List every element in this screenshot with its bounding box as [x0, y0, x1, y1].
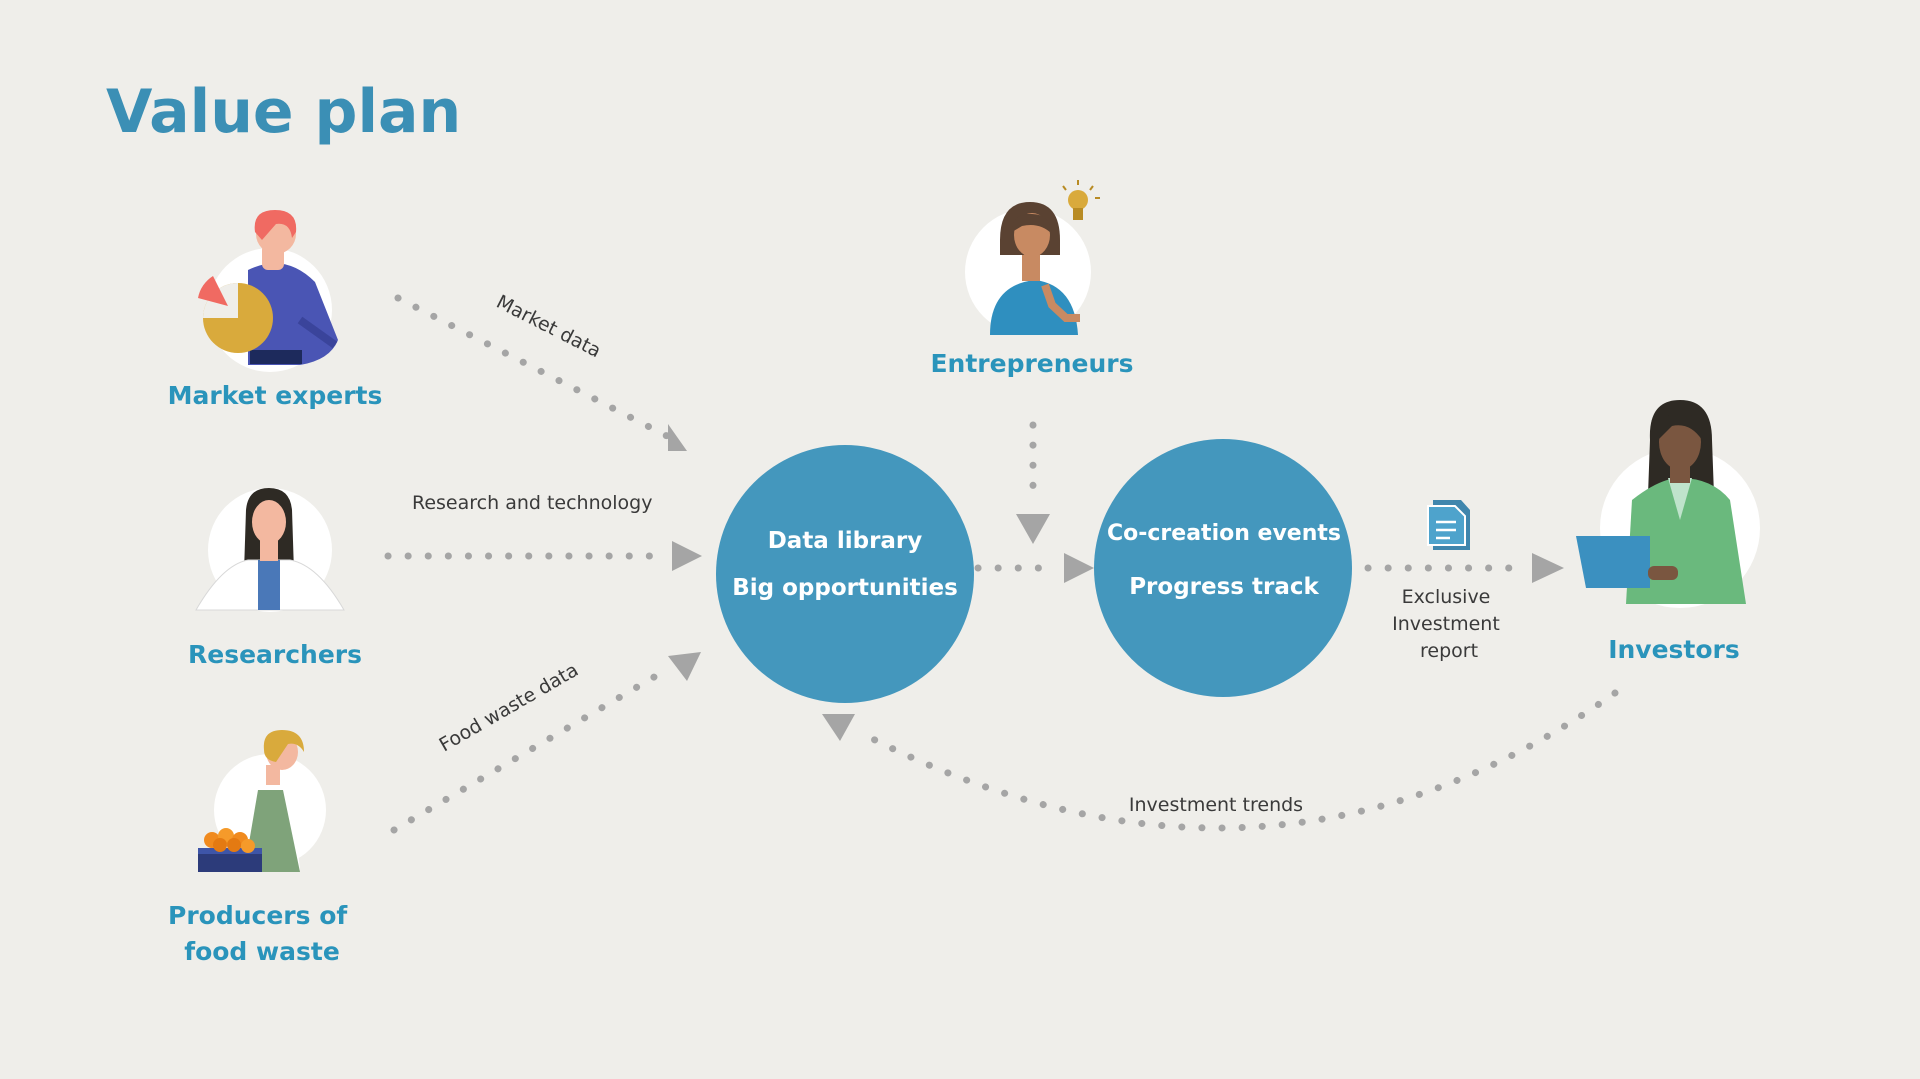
entrepreneurs-arrowhead — [1016, 514, 1050, 544]
investment-trends-label: Investment trends — [1129, 794, 1303, 816]
investors-actor: Investors — [1576, 400, 1760, 664]
lightbulb-icon — [1062, 180, 1100, 220]
research-technology-label: Research and technology — [412, 492, 652, 514]
market-data-arrowhead — [668, 424, 687, 451]
investors-arrowhead — [1532, 553, 1564, 583]
market-data-label: Market data — [493, 291, 605, 362]
arrowheads — [668, 424, 1564, 741]
data-library-label: Data library — [768, 528, 923, 554]
page-title: Value plan — [106, 77, 461, 147]
progress-track-label: Progress track — [1129, 574, 1319, 600]
entrepreneur-illustration — [990, 202, 1080, 335]
investors-label: Investors — [1608, 635, 1740, 664]
document-icon — [1427, 500, 1470, 550]
entrepreneurs-actor: Entrepreneurs — [930, 180, 1134, 378]
basket-icon — [198, 828, 262, 872]
market-experts-actor: Market experts — [168, 210, 383, 410]
data-library-circle — [716, 445, 974, 703]
food-waste-arrowhead — [668, 652, 701, 681]
food-waste-connector — [390, 666, 670, 834]
data-library-hub: Data library Big opportunities — [716, 445, 974, 703]
market-experts-label: Market experts — [168, 381, 383, 410]
researchers-label: Researchers — [188, 640, 362, 669]
market-expert-illustration — [248, 210, 338, 365]
connectors — [384, 294, 1619, 834]
investment-trends-arrowhead — [822, 714, 855, 741]
food-waste-data-label: Food waste data — [436, 659, 583, 756]
entrepreneurs-label: Entrepreneurs — [930, 349, 1133, 378]
researcher-illustration — [195, 488, 345, 611]
researchers-actor: Researchers — [188, 488, 362, 669]
co-creation-events-label: Co-creation events — [1107, 521, 1341, 546]
tablet-icon — [1576, 536, 1678, 588]
exclusive-report-label: Exclusive Investment report — [1392, 586, 1506, 662]
co-creation-hub: Co-creation events Progress track — [1094, 439, 1352, 697]
producers-label: Producers of food waste — [168, 901, 356, 966]
research-arrowhead — [672, 541, 702, 571]
cocreation-arrowhead — [1064, 553, 1094, 583]
big-opportunities-label: Big opportunities — [732, 575, 958, 601]
pie-chart-icon — [198, 276, 273, 353]
investment-trends-connector — [861, 689, 1619, 832]
producers-actor: Producers of food waste — [168, 730, 356, 966]
co-creation-circle — [1094, 439, 1352, 697]
